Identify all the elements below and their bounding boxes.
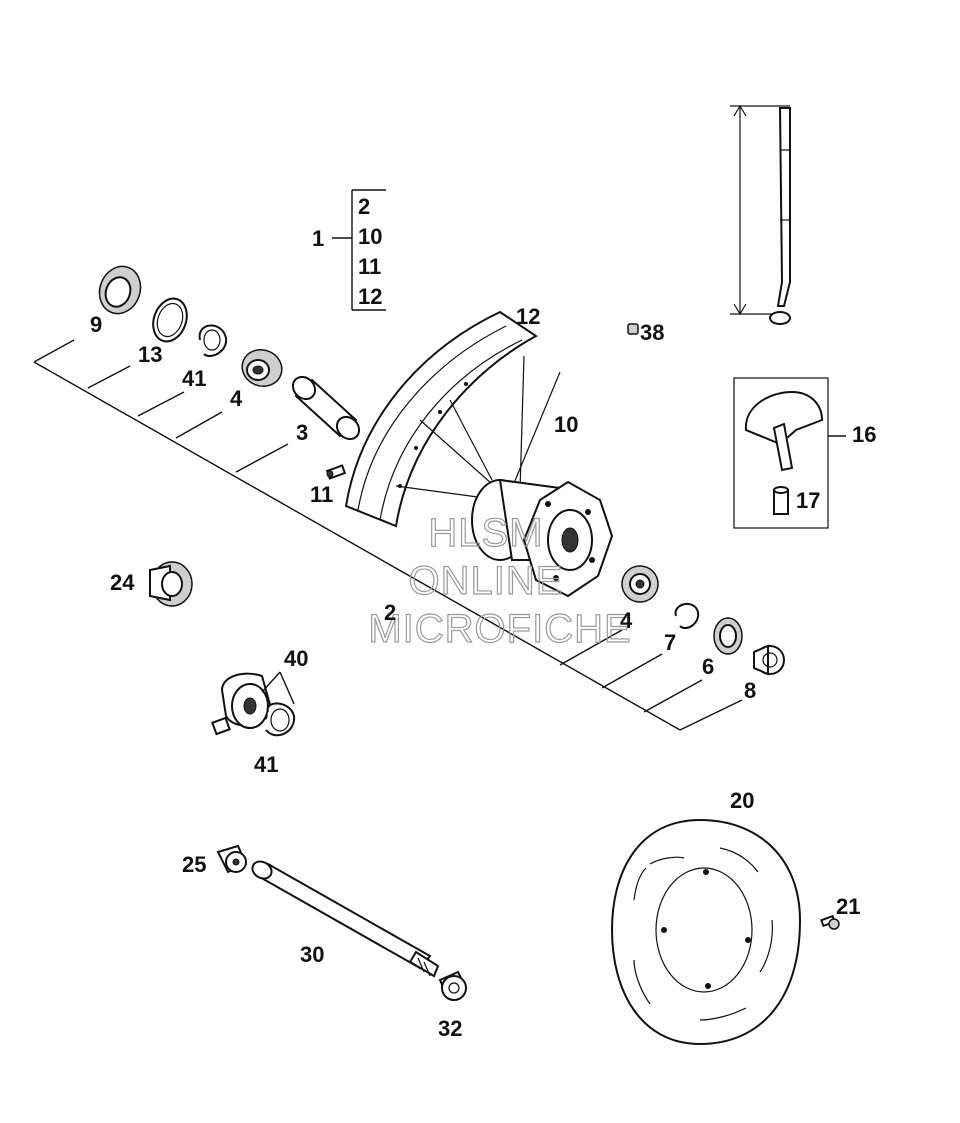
rim-lock-nut-part[interactable] (773, 486, 789, 515)
watermark-line-3: MICROFICHE (368, 607, 631, 651)
o-ring-part[interactable] (147, 294, 192, 346)
spacer-collar-part-right[interactable] (753, 644, 785, 676)
label-8: 8 (744, 678, 756, 703)
wheel-hub-part[interactable] (471, 478, 614, 598)
spoke-dimension-detail (730, 104, 791, 325)
label-20: 20 (730, 788, 754, 813)
watermark-line-1: HLSM (428, 511, 543, 555)
circlip-part-right[interactable] (674, 602, 700, 630)
label-2: 2 (384, 600, 396, 625)
circlip-part[interactable] (198, 324, 228, 357)
label-12: 12 (516, 304, 540, 329)
label-40: 40 (284, 646, 308, 671)
label-6: 6 (702, 654, 714, 679)
assembly-leader-lines (33, 339, 743, 731)
rim-lock-detail-box (733, 377, 846, 529)
label-38: 38 (640, 320, 664, 345)
speedometer-drive-part[interactable] (211, 671, 295, 736)
spacer-sleeve-part[interactable] (288, 372, 363, 443)
valve-cap-part[interactable] (627, 323, 639, 335)
disc-bolt-part[interactable] (820, 914, 840, 930)
label-4-upper: 4 (230, 386, 243, 411)
label-21: 21 (836, 894, 860, 919)
spoke-nipple-part[interactable] (325, 464, 347, 480)
assembly-group-bracket (332, 189, 386, 311)
seal-ring-part-right[interactable] (713, 617, 743, 655)
label-11: 11 (310, 482, 333, 507)
label-30: 30 (300, 942, 324, 967)
label-41-lower: 41 (254, 752, 278, 777)
circlip-part-lower[interactable] (265, 702, 296, 737)
seal-ring-part[interactable] (93, 261, 147, 320)
label-24: 24 (110, 570, 135, 595)
rim-lock-part[interactable] (744, 390, 824, 472)
label-group-item-10: 10 (358, 224, 382, 249)
label-3: 3 (296, 420, 308, 445)
collar-spacer-part[interactable] (149, 561, 193, 607)
label-group-1: 1 (312, 226, 324, 251)
brake-disc-part[interactable] (610, 818, 802, 1046)
label-7: 7 (664, 630, 676, 655)
axle-collar-nut-part[interactable] (438, 970, 468, 1001)
label-13: 13 (138, 342, 162, 367)
label-16: 16 (852, 422, 876, 447)
label-10: 10 (554, 412, 578, 437)
watermark-line-2: ONLINE (409, 559, 564, 603)
label-17: 17 (796, 488, 820, 513)
watermark: HLSM ONLINE MICROFICHE (368, 510, 632, 651)
label-group-item-11: 11 (358, 254, 381, 279)
label-41-upper: 41 (182, 366, 206, 391)
label-32: 32 (438, 1016, 462, 1041)
label-4-lower: 4 (620, 608, 633, 633)
axle-nut-part[interactable] (216, 844, 248, 874)
wheel-axle-part[interactable] (249, 858, 440, 978)
label-group-item-12: 12 (358, 284, 382, 309)
callout-labels: 1 2 10 11 12 9 13 41 4 3 11 12 10 38 16 … (90, 194, 876, 1041)
label-25: 25 (182, 852, 206, 877)
bearing-part-lower[interactable] (621, 565, 659, 603)
bearing-part[interactable] (237, 344, 287, 392)
label-group-item-2: 2 (358, 194, 370, 219)
label-9: 9 (90, 312, 102, 337)
